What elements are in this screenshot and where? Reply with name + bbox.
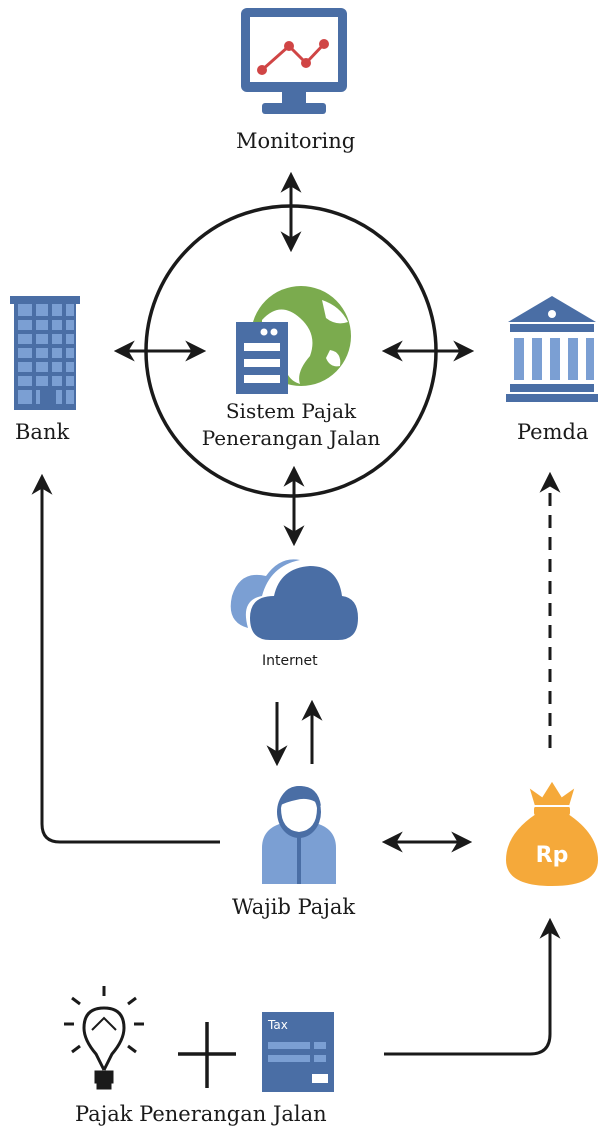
- bank-label: Bank: [15, 420, 70, 444]
- money-bag-icon: [506, 778, 598, 886]
- user-icon: [262, 786, 336, 884]
- plus-icon: [178, 1022, 236, 1088]
- lightbulb-icon: [64, 986, 144, 1090]
- tax-form-label: Tax: [267, 1018, 288, 1032]
- monitoring-label: Monitoring: [236, 129, 356, 153]
- money-bag-label: Rp: [536, 843, 569, 868]
- cloud-icon: [230, 559, 358, 640]
- footer-label: Pajak Penerangan Jalan: [75, 1102, 327, 1126]
- government-building-icon: [506, 296, 598, 402]
- taxpayer-label: Wajib Pajak: [232, 895, 356, 919]
- internet-label: Internet: [262, 653, 318, 669]
- system-label: Sistem Pajak Penerangan Jalan: [191, 398, 391, 452]
- system-label-line1: Sistem Pajak: [225, 399, 357, 423]
- monitor-chart-icon: [241, 8, 347, 114]
- system-label-line2: Penerangan Jalan: [201, 426, 381, 450]
- pemda-label: Pemda: [517, 420, 589, 444]
- bank-building-icon: [10, 296, 80, 410]
- server-globe-icon: [236, 286, 351, 394]
- arrow-tax-money: [384, 917, 561, 1056]
- arrow-taxpayer-bank: [31, 473, 220, 844]
- tax-form-icon: [262, 1012, 334, 1092]
